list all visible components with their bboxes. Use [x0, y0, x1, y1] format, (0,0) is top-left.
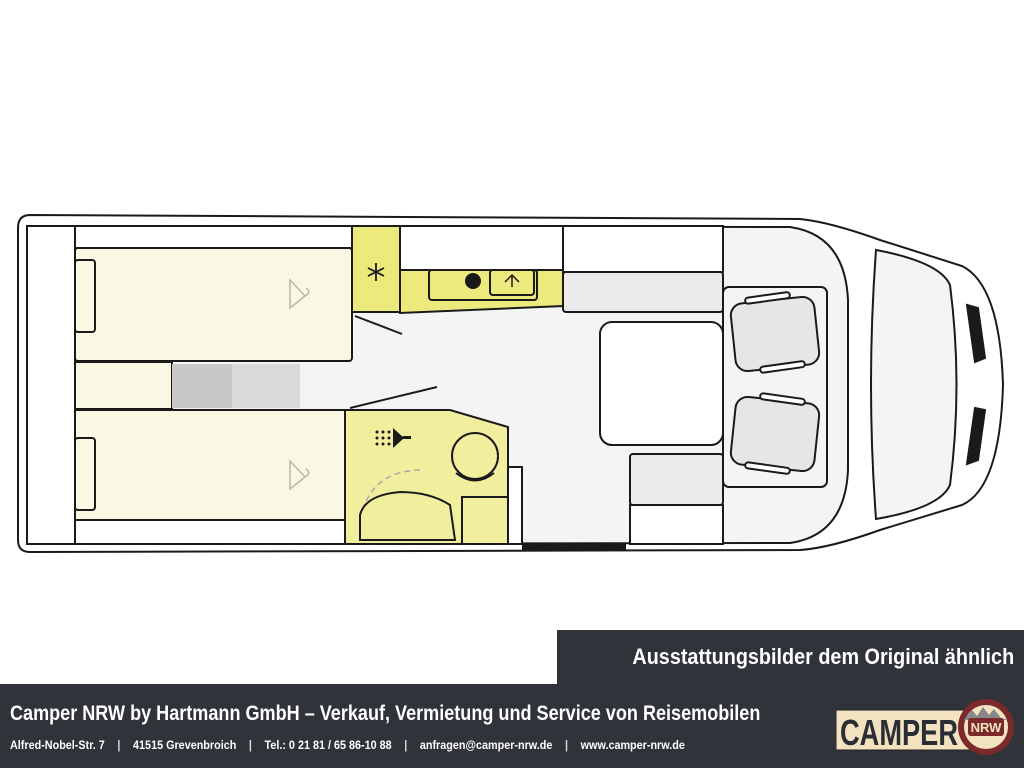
camper-nrw-logo: CAMPER NRW	[836, 699, 1014, 755]
kitchen-upper-cabinet	[399, 225, 564, 271]
front-upper-cabinet	[562, 225, 724, 273]
separator: |	[117, 738, 121, 752]
cab-seat-driver	[729, 392, 821, 475]
phone: Tel.: 0 21 81 / 65 86-10 88	[264, 738, 392, 752]
cab-seat-passenger	[729, 291, 821, 374]
headlight-right	[965, 303, 987, 364]
hanger-icon	[289, 278, 310, 310]
rear-wall-bench	[26, 225, 76, 545]
top-wardrobe-strip	[74, 225, 353, 249]
door-swing	[349, 386, 438, 409]
entrance-door	[522, 543, 626, 551]
pillow-right	[74, 437, 96, 511]
shower-door-arc	[359, 469, 423, 521]
bottom-front-cabinet	[629, 504, 724, 545]
dinette-bench-top	[562, 271, 724, 313]
bath-cabinet	[507, 466, 523, 545]
disclaimer-banner: Ausstattungsbilder dem Original ähnlich	[557, 630, 1024, 684]
bottom-wardrobe-strip	[74, 519, 346, 545]
kitchen-counter	[399, 269, 564, 315]
camper-floor-plan	[17, 213, 1005, 554]
company-footer: Camper NRW by Hartmann GmbH – Verkauf, V…	[0, 684, 1024, 768]
dinette-table	[599, 321, 724, 446]
windshield	[870, 248, 958, 521]
snowflake-icon	[367, 263, 385, 281]
disclaimer-text: Ausstattungsbilder dem Original ähnlich	[632, 644, 1014, 669]
separator: |	[565, 738, 569, 752]
step-light	[232, 364, 300, 408]
step-dark	[172, 364, 232, 408]
bed-right	[74, 409, 346, 521]
hob-icon	[428, 269, 538, 301]
logo-badge: NRW	[971, 720, 1003, 735]
bed-step	[74, 361, 173, 410]
headlight-left	[965, 406, 987, 466]
toilet-icon	[451, 432, 509, 545]
separator: |	[404, 738, 408, 752]
company-title: Camper NRW by Hartmann GmbH – Verkauf, V…	[10, 702, 761, 725]
dinette-bench-bottom	[629, 453, 724, 506]
pillow-left	[74, 259, 96, 333]
contact-line: Alfred-Nobel-Str. 7 | 41515 Grevenbroich…	[10, 738, 685, 752]
email-link[interactable]: anfragen@camper-nrw.de	[419, 738, 553, 752]
website-link[interactable]: www.camper-nrw.de	[580, 738, 685, 752]
washbasin	[359, 490, 457, 541]
door-swing	[354, 315, 403, 335]
hanger-icon	[289, 459, 310, 491]
address: Alfred-Nobel-Str. 7	[10, 738, 105, 752]
bed-left	[74, 247, 353, 362]
separator: |	[248, 738, 252, 752]
logo-word: CAMPER	[840, 712, 958, 753]
city: 41515 Grevenbroich	[133, 738, 237, 752]
shower-icon	[375, 428, 411, 448]
